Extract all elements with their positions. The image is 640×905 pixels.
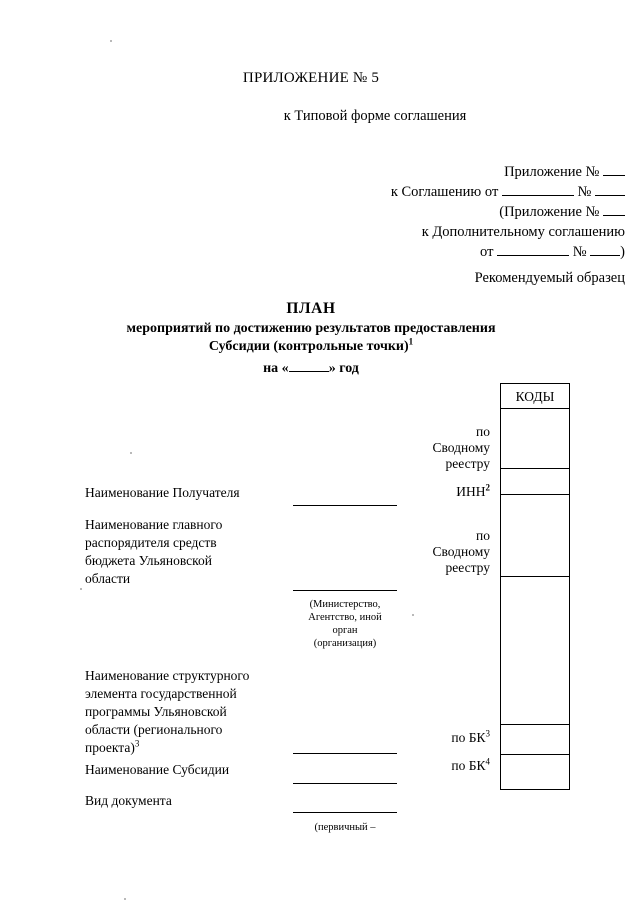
label-line: проекта)3	[85, 739, 285, 757]
reference-supp-number-blank[interactable]	[590, 255, 621, 256]
field-label-document-type: Вид документа	[85, 793, 172, 808]
year-suffix: » год	[328, 361, 359, 376]
field-label-recipient-name: Наименование Получателя	[85, 485, 240, 500]
label-line: распорядителя средств	[85, 535, 217, 550]
reference-supp-date-blank[interactable]	[497, 255, 570, 256]
codes-cell-bk-subsidy[interactable]	[501, 725, 569, 755]
footnote-marker-3: 3	[485, 728, 491, 739]
field-label-chief-manager-name: Наименование главного распорядителя сред…	[85, 516, 285, 588]
reference-agreement-date-blank[interactable]	[501, 195, 574, 196]
footnote-marker-2: 2	[485, 482, 491, 493]
caption-line: по БК	[451, 730, 486, 745]
title-subline-1: мероприятий по достижению результатов пр…	[126, 321, 496, 336]
field-hint-chief-manager: (Министерство, Агентство, иной орган (ор…	[290, 598, 400, 650]
hint-line: (Министерство,	[309, 599, 381, 610]
codes-caption-inn: ИНН2	[330, 482, 491, 500]
reference-appendix-number-blank[interactable]	[603, 175, 625, 176]
reference-line-appendix: Приложение №	[300, 162, 625, 182]
appendix-number: ПРИЛОЖЕНИЕ № 5	[242, 70, 380, 86]
field-input-document-type[interactable]	[293, 812, 397, 813]
codes-cell-bk-program[interactable]	[501, 577, 569, 725]
codes-cell-consolidated-registry-manager[interactable]	[501, 495, 569, 577]
label-line: Наименование структурного	[85, 668, 250, 683]
footnote-marker-3b: 3	[134, 738, 140, 749]
codes-cell-inn[interactable]	[501, 469, 569, 495]
reference-closing-paren: )	[620, 244, 625, 260]
label-line-text: проекта)	[85, 740, 135, 755]
codes-cell-consolidated-registry-recipient[interactable]	[501, 409, 569, 469]
footnote-marker-4: 4	[485, 756, 491, 767]
label-line: Наименование главного	[85, 517, 223, 532]
reference-line-appendix-supplementary: (Приложение №	[300, 202, 625, 222]
title-year-line: на « » год	[0, 361, 622, 377]
scan-speck	[80, 588, 82, 590]
reference-agreement-label: к Соглашению от	[390, 184, 499, 200]
caption-line: по	[476, 424, 490, 439]
codes-caption-consolidated-registry-recipient: по Сводному реестру	[330, 424, 490, 472]
label-line: бюджета Ульяновской	[85, 553, 212, 568]
reference-supp-no-label: №	[572, 244, 587, 260]
title-subline-2: Субсидии (контрольные точки)1	[0, 336, 622, 355]
codes-table-header: КОДЫ	[501, 384, 569, 409]
year-prefix: на «	[263, 361, 289, 376]
caption-line: ИНН	[456, 484, 486, 499]
codes-caption-bk-subsidy: по БК4	[330, 756, 491, 774]
label-line: области (регионального	[85, 722, 223, 737]
reference-agreement-number-blank[interactable]	[595, 195, 625, 196]
document-title-block: ПЛАН мероприятий по достижению результат…	[0, 300, 622, 377]
hint-line: (первичный –	[314, 822, 376, 833]
caption-line: Сводному	[432, 440, 490, 455]
label-line: области	[85, 571, 131, 586]
reference-line-supplementary-agreement: к Дополнительному соглашению	[421, 224, 625, 240]
reference-appendix-label: Приложение №	[504, 164, 600, 180]
codes-cell-document-type[interactable]	[501, 755, 569, 789]
typical-form-reference: к Типовой форме соглашения	[283, 108, 467, 124]
field-hint-document-type: (первичный –	[290, 821, 400, 834]
field-input-subsidy-name[interactable]	[293, 783, 397, 784]
codes-caption-consolidated-registry-manager: по Сводному реестру	[330, 528, 490, 576]
agreement-reference-block: Приложение № к Соглашению от № (Приложен…	[300, 162, 625, 262]
hint-line: (организация)	[313, 638, 377, 649]
reference-line-agreement: к Соглашению от №	[300, 182, 625, 202]
caption-line: по БК	[451, 758, 486, 773]
field-label-subsidy-name: Наименование Субсидии	[85, 762, 230, 777]
reference-agreement-no-label: №	[577, 184, 592, 200]
scan-speck	[124, 898, 126, 900]
caption-line: реестру	[445, 560, 490, 575]
reference-supp-appendix-number-blank[interactable]	[603, 215, 625, 216]
field-label-program-element-name: Наименование структурного элемента госуд…	[85, 667, 285, 757]
reference-line-supplementary-date: от № )	[300, 242, 625, 262]
recommended-sample-note: Рекомендуемый образец	[474, 270, 625, 286]
codes-table: КОДЫ	[500, 383, 570, 790]
caption-line: по	[476, 528, 490, 543]
hint-line: орган	[332, 625, 358, 636]
scan-speck	[110, 40, 112, 42]
reference-supp-appendix-label: (Приложение №	[499, 204, 600, 220]
scan-speck	[130, 452, 132, 454]
title-subline-2-text: Субсидии (контрольные точки)	[208, 339, 409, 354]
field-input-program-element-name[interactable]	[293, 753, 397, 754]
reference-supp-date-label: от	[480, 244, 494, 260]
footnote-marker-1: 1	[408, 336, 414, 347]
label-line: элемента государственной	[85, 686, 237, 701]
field-input-chief-manager-name[interactable]	[293, 590, 397, 591]
year-input-blank[interactable]	[288, 371, 329, 372]
caption-line: реестру	[445, 456, 490, 471]
label-line: программы Ульяновской	[85, 704, 227, 719]
hint-line: Агентство, иной	[308, 612, 382, 623]
field-input-recipient-name[interactable]	[293, 505, 397, 506]
scan-speck	[412, 614, 414, 616]
caption-line: Сводному	[432, 544, 490, 559]
page-title: ПЛАН	[286, 300, 336, 317]
codes-caption-bk-program: по БК3	[330, 728, 491, 746]
